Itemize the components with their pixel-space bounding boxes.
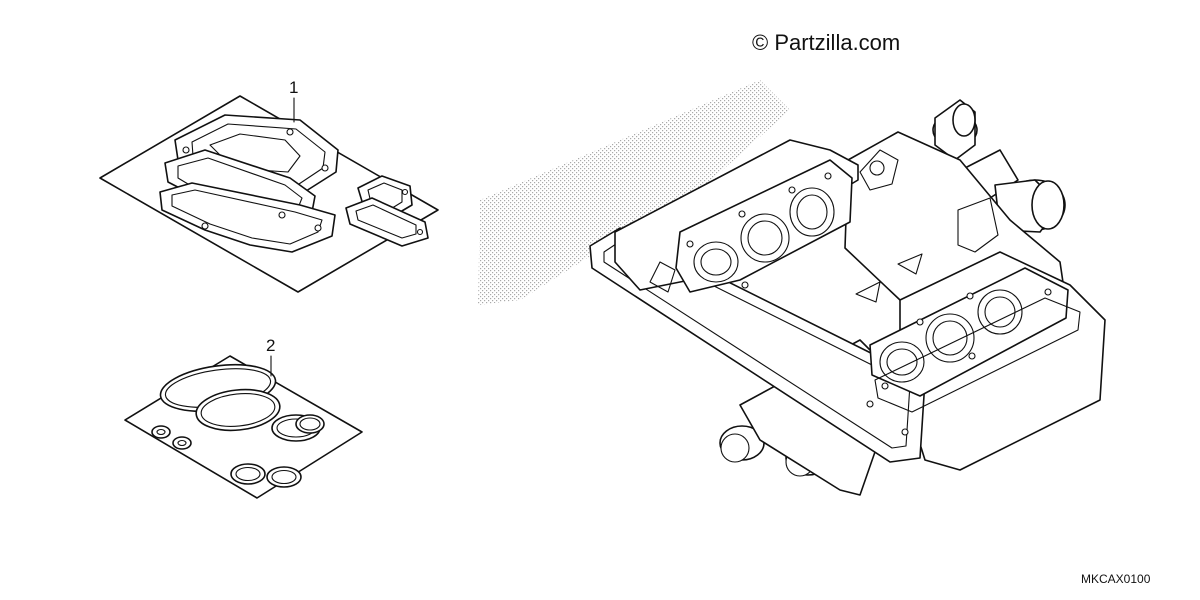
diagram-code: MKCAX0100 [1081, 572, 1151, 586]
callout-number-2[interactable]: 2 [266, 336, 276, 355]
o-ring-kit[interactable] [124, 355, 363, 499]
gasket-kit-a[interactable] [99, 95, 439, 293]
engine-assembly [589, 99, 1106, 496]
watermark-stipple [478, 80, 790, 305]
callout-number-1[interactable]: 1 [289, 78, 299, 97]
copyright-watermark: © Partzilla.com [752, 30, 901, 55]
